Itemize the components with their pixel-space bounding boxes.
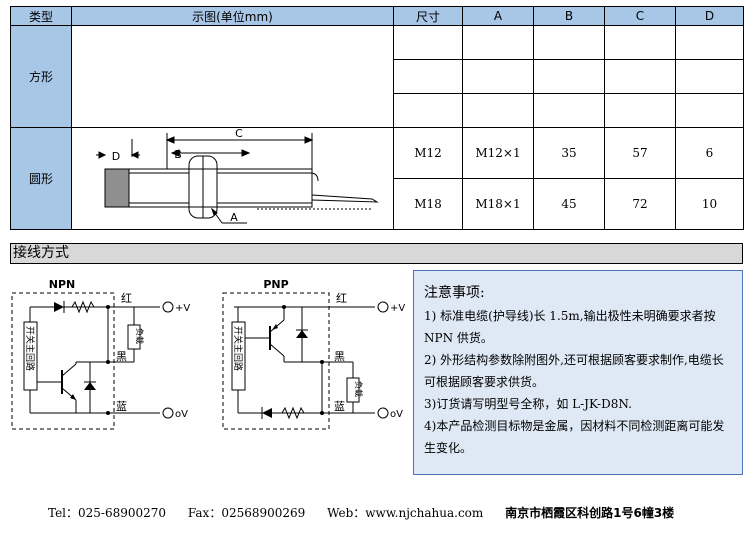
cell-b: 45 <box>533 178 605 230</box>
npn-title: NPN <box>49 278 75 291</box>
npn-red-label: 红 <box>121 292 132 305</box>
spec-table: 类型 示图(单位mm) 尺寸 A B C D 方形 圆形 <box>10 6 744 230</box>
table-row: 圆形 <box>10 127 744 230</box>
pnp-switch-label: 开关主回路 <box>232 326 244 371</box>
note-item: 3)订货请写明型号全称，如 L-JK-D8N. <box>424 397 632 411</box>
cell-c: 57 <box>604 127 676 179</box>
npn-blue-label: 蓝 <box>116 400 127 413</box>
footer-tel: Tel：025-68900270 <box>48 506 167 520</box>
footer-web[interactable]: Web：www.njchahua.com <box>327 506 484 520</box>
header-d: D <box>675 6 744 26</box>
header-c: C <box>604 6 676 26</box>
dimension-label-c: C <box>235 129 243 140</box>
cell-size: M18 <box>393 178 463 230</box>
pnp-black-label: 黑 <box>334 350 345 363</box>
footer-fax: Fax：02568900269 <box>187 506 306 520</box>
pnp-zero-v: oV <box>390 409 403 420</box>
note-item: 2) 外形结构参数除附图外,还可根据顾客要求制作,电缆长可根据顾客要求供货。 <box>424 353 724 389</box>
cell-d: 10 <box>675 178 744 230</box>
npn-switch-label: 开关主回路 <box>24 326 36 371</box>
cell-c: 72 <box>604 178 676 230</box>
footer-address: 南京市栖霞区科创路1号6幢3楼 <box>505 506 675 520</box>
note-item: 4)本产品检测目标物是金属，因材料不同检测距离可能发生变化。 <box>424 419 725 455</box>
npn-black-label: 黑 <box>116 350 127 363</box>
dimension-label-b: B <box>174 148 182 161</box>
table-row <box>11 93 744 128</box>
header-diagram: 示图(单位mm) <box>71 6 394 26</box>
npn-load-label: 负载 <box>135 328 145 344</box>
table-row: M18 M18×1 45 72 10 <box>11 178 744 230</box>
notes-box: 注意事项: 1) 标准电缆(护导线)长 1.5m,输出极性未明确要求者按 NPN… <box>413 270 743 475</box>
cell-a: M12×1 <box>462 127 534 179</box>
cell-size: M12 <box>393 127 463 179</box>
pnp-load-label: 负载 <box>354 381 364 397</box>
square-diagram-cell <box>71 25 394 128</box>
dimension-label-d: D <box>112 150 120 163</box>
cell-b: 35 <box>533 127 605 179</box>
notes-title: 注意事项: <box>424 285 485 301</box>
note-item: 1) 标准电缆(护导线)长 1.5m,输出极性未明确要求者按 NPN 供货。 <box>424 309 716 345</box>
header-type: 类型 <box>10 6 72 26</box>
npn-plus-v: +V <box>175 303 190 314</box>
pnp-red-label: 红 <box>336 292 347 305</box>
dimension-label-a: A <box>230 211 238 224</box>
cell-a: M18×1 <box>462 178 534 230</box>
pnp-diagram <box>222 292 389 430</box>
table-row: 方形 <box>10 25 744 128</box>
round-diagram-cell: C B D A <box>71 127 394 230</box>
header-a: A <box>462 6 534 26</box>
npn-zero-v: oV <box>175 409 188 420</box>
table-header-row: 类型 示图(单位mm) 尺寸 A B C D <box>10 6 744 26</box>
pnp-plus-v: +V <box>390 303 405 314</box>
type-round: 圆形 <box>10 127 72 230</box>
pnp-blue-label: 蓝 <box>334 400 345 413</box>
header-b: B <box>533 6 605 26</box>
footer: Tel：025-68900270 Fax：02568900269 Web：www… <box>48 504 674 521</box>
wiring-diagrams: NPN 红 黑 蓝 +V oV 负载 开关主回路 <box>11 278 405 430</box>
header-size: 尺寸 <box>393 6 463 26</box>
type-square: 方形 <box>10 25 72 128</box>
section-title-wiring: 接线方式 <box>10 243 743 264</box>
cylinder-sensor-diagram: C B D A <box>96 129 379 224</box>
npn-diagram <box>11 292 174 430</box>
pnp-title: PNP <box>263 278 288 291</box>
cell-d: 6 <box>675 127 744 179</box>
